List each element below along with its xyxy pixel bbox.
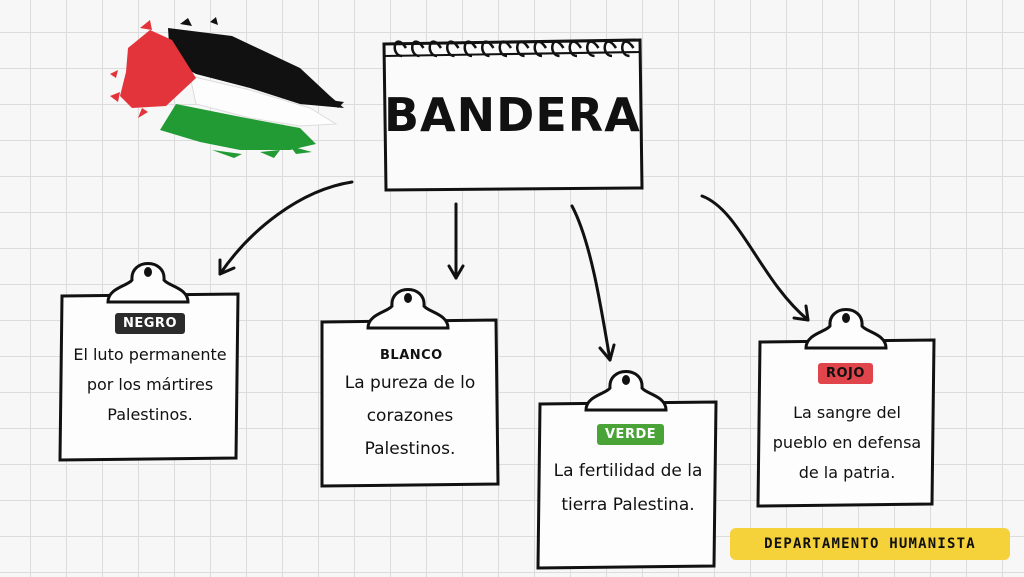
desc-line: corazones — [366, 406, 454, 426]
arrows — [218, 180, 810, 362]
clipboard-clip-icon — [106, 262, 190, 304]
spiral-ring — [498, 40, 513, 58]
arrow-to-negro — [218, 180, 354, 276]
spiral-ring — [463, 40, 478, 58]
spiral-ring — [586, 40, 600, 58]
tag-verde: VERDE — [597, 424, 665, 445]
desc-line: El luto permanente — [73, 345, 227, 364]
title-notepad — [382, 38, 644, 192]
spiral-ring — [533, 40, 548, 58]
desc-line: de la patria. — [798, 463, 896, 482]
tag-rojo: ROJO — [818, 363, 873, 384]
department-badge: DEPARTAMENTO HUMANISTA — [730, 528, 1010, 560]
clipboard-clip-icon — [366, 288, 450, 330]
palestine-flag-icon — [110, 17, 344, 158]
desc-line: por los mártires — [86, 375, 214, 394]
spiral-ring — [411, 40, 425, 58]
arrow-to-verde — [570, 204, 612, 362]
desc-negro: El luto permanente por los mártires Pale… — [62, 340, 238, 430]
desc-line: Palestinos. — [364, 439, 456, 459]
spiral-ring — [516, 40, 530, 58]
spiral-ring — [551, 40, 565, 58]
desc-line: La pureza de lo — [344, 373, 476, 393]
tag-negro: NEGRO — [115, 313, 185, 334]
desc-line: pueblo en defensa — [772, 433, 922, 452]
tag-blanco: BLANCO — [380, 348, 443, 363]
desc-line: La fertilidad de la — [553, 461, 703, 481]
spiral-ring — [428, 40, 443, 58]
desc-line: La sangre del — [793, 403, 901, 422]
arrow-to-rojo — [700, 194, 810, 322]
spiral-ring — [446, 40, 460, 58]
desc-line: tierra Palestina. — [561, 495, 695, 515]
spiral-ring — [603, 40, 618, 58]
clipboard-clip-icon — [804, 308, 888, 350]
desc-blanco: La pureza de lo corazones Palestinos. — [322, 367, 498, 466]
desc-line: Palestinos. — [107, 405, 193, 424]
spiral-ring — [621, 40, 635, 58]
spiral-ring — [393, 40, 408, 58]
page-title: BANDERA — [384, 88, 641, 142]
desc-verde: La fertilidad de la tierra Palestina. — [540, 454, 716, 522]
spiral-ring — [568, 40, 583, 58]
spiral-ring — [481, 40, 495, 58]
desc-rojo: La sangre del pueblo en defensa de la pa… — [760, 398, 934, 488]
clipboard-clip-icon — [584, 370, 668, 412]
